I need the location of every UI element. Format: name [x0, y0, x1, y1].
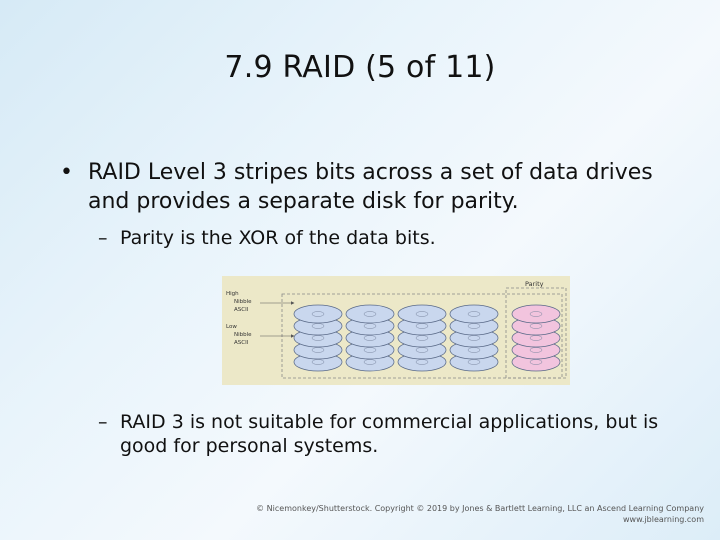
disk-platter [511, 304, 561, 324]
disk-hub [363, 347, 377, 353]
disk-hub [311, 347, 325, 353]
bullet-1-text: RAID Level 3 stripes bits across a set o… [88, 160, 653, 214]
disk-hub [529, 323, 543, 329]
bullet-glyph: • [60, 160, 73, 185]
raid3-diagram: Parity High Nibble ASCII Low Nibble ASCI… [226, 280, 567, 379]
sub-bullet-2-text: RAID 3 is not suitable for commercial ap… [120, 411, 659, 457]
disk-hub [311, 323, 325, 329]
data-drive [449, 304, 499, 372]
slide-title: 7.9 RAID (5 of 11) [224, 50, 496, 85]
disk-hub [415, 359, 429, 365]
copyright-credit: © Nicemonkey/Shutterstock. Copyright © 2… [144, 503, 704, 525]
credit-line-2: www.jblearning.com [622, 515, 704, 524]
data-drive [293, 304, 343, 372]
high-nibble-label-1: High [226, 291, 239, 297]
credit-line-1: © Nicemonkey/Shutterstock. Copyright © 2… [256, 504, 704, 513]
disk-hub [311, 359, 325, 365]
disk-hub [415, 335, 429, 341]
disk-hub [415, 311, 429, 317]
low-nibble-label-1: Low [226, 324, 237, 330]
disk-hub [363, 359, 377, 365]
disk-hub [529, 347, 543, 353]
disk-platter [293, 304, 343, 324]
disk-platter [449, 304, 499, 324]
disk-hub [467, 347, 481, 353]
disk-hub [363, 323, 377, 329]
disk-hub [467, 311, 481, 317]
raid3-figure: Parity High Nibble ASCII Low Nibble ASCI… [222, 276, 570, 385]
parity-label: Parity [525, 280, 544, 288]
low-nibble-label-2: Nibble [234, 332, 252, 338]
data-drive [397, 304, 447, 372]
disk-hub [363, 335, 377, 341]
disk-hub [363, 311, 377, 317]
disk-platter [397, 304, 447, 324]
sub-bullet-glyph: – [98, 227, 108, 249]
disk-hub [529, 311, 543, 317]
high-nibble-label-2: Nibble [234, 299, 252, 305]
disk-hub [311, 311, 325, 317]
disk-hub [467, 323, 481, 329]
parity-outline [505, 287, 567, 379]
disk-hub [529, 335, 543, 341]
sub-bullet-1-text: Parity is the XOR of the data bits. [120, 227, 436, 249]
disk-hub [415, 323, 429, 329]
disk-hub [467, 335, 481, 341]
disk-hub [467, 359, 481, 365]
disk-platter [345, 304, 395, 324]
low-nibble-label-3: ASCII [234, 340, 249, 346]
sub-bullet-glyph: – [98, 411, 108, 433]
high-nibble-label-3: ASCII [234, 307, 249, 313]
data-drive [345, 304, 395, 372]
disk-hub [311, 335, 325, 341]
parity-drive [511, 304, 561, 372]
disk-hub [529, 359, 543, 365]
disk-hub [415, 347, 429, 353]
